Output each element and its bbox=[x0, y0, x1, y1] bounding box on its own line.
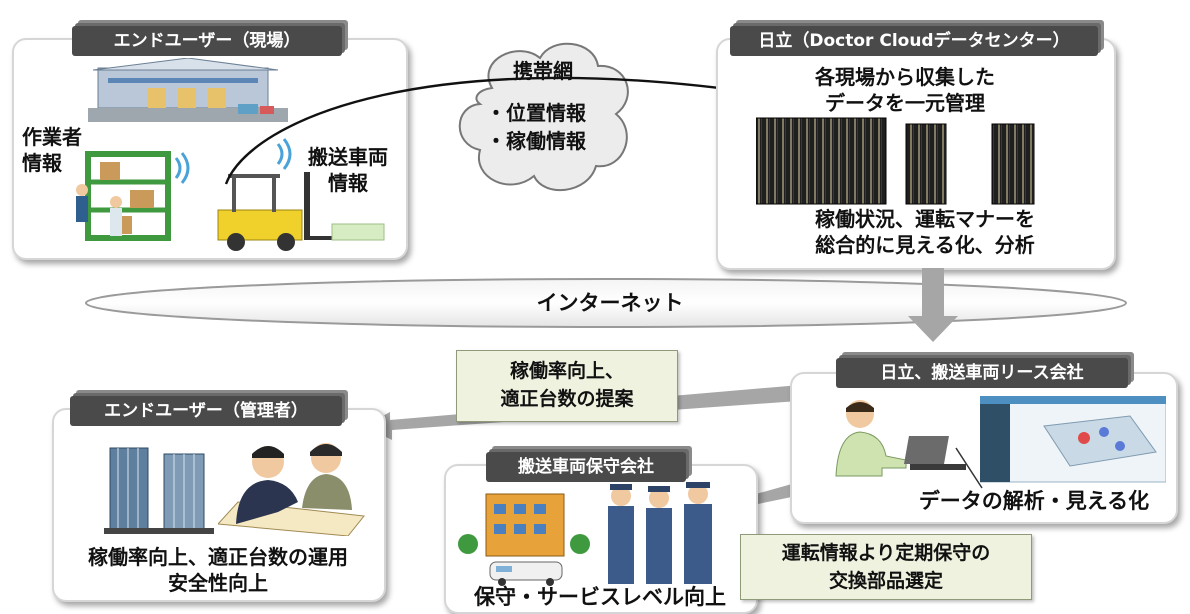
datacenter-panel-tab: 日立（Doctor Cloudデータセンター） bbox=[730, 26, 1098, 56]
server-racks-illustration bbox=[756, 117, 1035, 205]
manager-caption: 稼働率向上、適正台数の運用 安全性向上 bbox=[88, 545, 348, 595]
dashboard-screen-illustration bbox=[980, 396, 1166, 483]
lease-panel-tab: 日立、搬送車両リース会社 bbox=[836, 358, 1128, 388]
shelf-workers-illustration bbox=[76, 151, 171, 241]
office-buildings-illustration bbox=[104, 447, 214, 534]
service-staff-illustration bbox=[608, 482, 712, 584]
datacenter-top-text: 各現場から収集した データを一元管理 bbox=[815, 65, 995, 115]
site-panel-tab: エンドユーザー（現場） bbox=[72, 26, 342, 56]
meeting-illustration bbox=[218, 443, 365, 536]
service-building-illustration bbox=[458, 493, 590, 586]
worker-label: 作業者 情報 bbox=[22, 125, 82, 175]
vehicle-label: 搬送車両 情報 bbox=[308, 145, 388, 195]
forklift-illustration bbox=[217, 172, 385, 251]
internet-label: インターネット bbox=[536, 291, 684, 315]
wireless-signal-icon bbox=[174, 152, 190, 184]
warehouse-illustration bbox=[88, 58, 288, 122]
analyst-illustration bbox=[835, 400, 966, 477]
lease-caption: データの解析・見える化 bbox=[918, 489, 1150, 513]
cloud-item-operation: ・稼働情報 bbox=[486, 129, 586, 153]
cloud-item-location: ・位置情報 bbox=[486, 101, 586, 125]
wireless-signal-icon bbox=[276, 138, 292, 170]
proposal-note: 稼働率向上、 適正台数の提案 bbox=[456, 350, 678, 422]
maintenance-caption: 保守・サービスレベル向上 bbox=[474, 585, 726, 609]
manager-panel-tab: エンドユーザー（管理者） bbox=[70, 396, 342, 426]
datacenter-bottom-text: 稼働状況、運転マナーを 総合的に見える化、分析 bbox=[815, 207, 1035, 257]
parts-selection-note: 運転情報より定期保守の 交換部品選定 bbox=[740, 534, 1032, 600]
maintenance-panel-tab: 搬送車両保守会社 bbox=[486, 452, 686, 482]
